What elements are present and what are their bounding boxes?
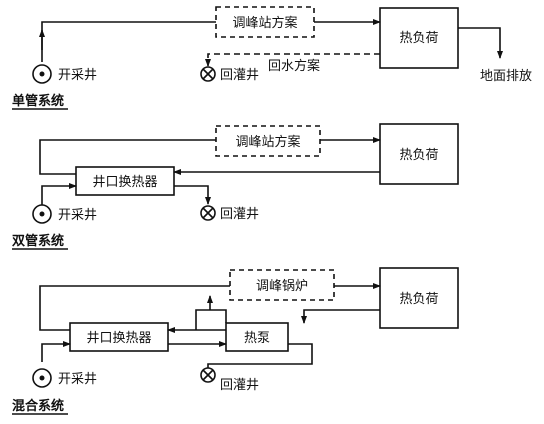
single-caption: 单管系统	[12, 93, 64, 109]
mixed-peak-boiler-box	[229, 269, 335, 301]
single-surface-discharge-label: 地面排放	[480, 69, 532, 84]
mixed-pump-bypass	[195, 309, 227, 330]
mixed-pump-to-reinjection	[207, 343, 313, 368]
double-peak-station-label: 调峰站方案	[235, 134, 300, 150]
double-production-well-dot	[39, 211, 45, 217]
double-heat-load-label: 热负荷	[399, 148, 438, 163]
single-reinjection-well-label: 回灌井	[220, 68, 259, 83]
mixed-production-well-dot	[39, 375, 45, 381]
mixed-reinjection-well-cross	[202, 369, 214, 381]
single-production-well-label: 开采井	[58, 68, 97, 83]
mixed-production-well-label: 开采井	[58, 372, 97, 387]
single-reinjection-well-icon	[200, 66, 216, 82]
mixed-production-well-icon	[32, 368, 52, 388]
mixed-heat-exchanger-label: 井口换热器	[86, 331, 151, 346]
double-reinjection-well-cross	[202, 207, 214, 219]
single-system: 调峰站方案 热负荷 地面排放 回水方案 开采井 回灌井 单管系统	[12, 6, 532, 110]
mixed-load-return	[301, 309, 380, 324]
double-production-well-label: 开采井	[58, 208, 97, 223]
mixed-caption: 混合系统	[12, 398, 64, 414]
double-heat-exchanger-box	[75, 166, 175, 196]
mixed-reinjection-well-icon	[200, 367, 216, 383]
mixed-primary-supply	[41, 341, 71, 362]
single-peak-station-label: 调峰站方案	[232, 15, 297, 31]
double-production-well-icon	[32, 204, 52, 224]
single-heat-load-box	[379, 7, 459, 69]
mixed-heat-exchanger-box	[69, 322, 169, 352]
double-heat-load-box	[379, 123, 459, 185]
double-heat-exchanger-label: 井口换热器	[92, 175, 157, 190]
single-discharge-line	[458, 27, 503, 59]
mixed-heat-pump-box	[225, 322, 289, 352]
double-primary-supply	[41, 183, 77, 205]
single-supply-line	[41, 21, 216, 62]
double-secondary-supply	[39, 139, 216, 175]
mixed-heat-pump-label: 热泵	[244, 331, 270, 346]
double-caption: 双管系统	[12, 233, 64, 249]
mixed-system: 调峰锅炉 热负荷 井口换热器 热泵 开采井 回灌井 混合系统	[12, 267, 459, 415]
single-reinjection-well-cross	[202, 68, 214, 80]
mixed-reinjection-well-label: 回灌井	[220, 378, 259, 393]
single-return-line	[205, 53, 380, 67]
double-reinjection-well-label: 回灌井	[220, 207, 259, 222]
double-peak-station-box	[215, 125, 321, 157]
mixed-peak-boiler-label: 调峰锅炉	[256, 278, 308, 294]
double-reinjection-well-icon	[200, 205, 216, 221]
single-production-well-icon	[32, 64, 52, 84]
double-system: 调峰站方案 热负荷 井口换热器 开采井 回灌井 双管系统	[12, 123, 459, 250]
single-production-well-dot	[39, 71, 45, 77]
single-return-water-label: 回水方案	[268, 58, 320, 74]
mixed-secondary-supply	[39, 285, 230, 331]
mixed-heat-load-box	[379, 267, 459, 329]
double-primary-return	[174, 185, 211, 205]
mixed-heat-load-label: 热负荷	[399, 292, 438, 307]
single-heat-load-label: 热负荷	[399, 31, 438, 46]
